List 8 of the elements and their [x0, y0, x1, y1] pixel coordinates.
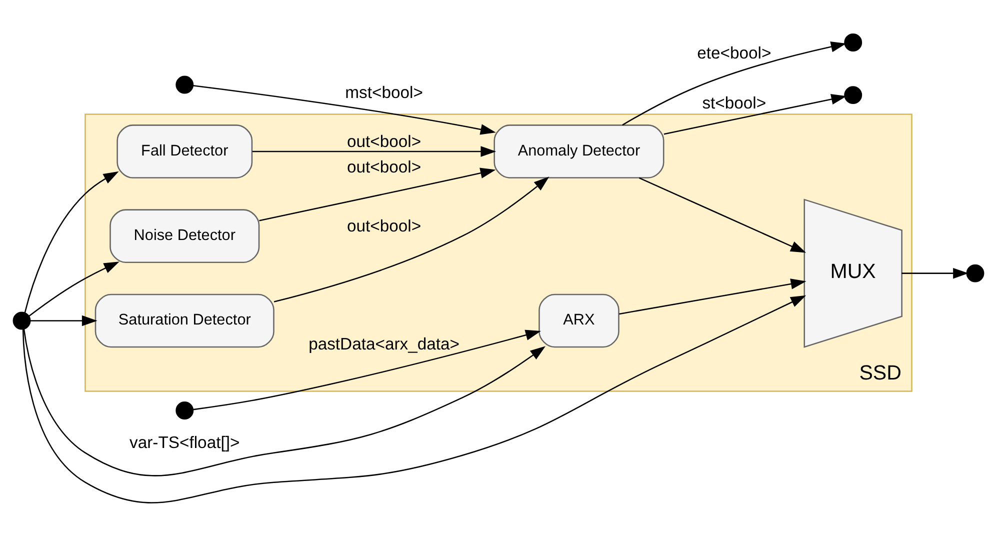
edge-label: var-TS<float[]>	[130, 432, 240, 452]
edge-label: mst<bool>	[345, 82, 423, 102]
edge-label: out<bool>	[346, 157, 422, 176]
edge-label: pastData<arx_data>	[308, 334, 460, 353]
edge-label: out<bool>	[346, 131, 422, 150]
edge-label: ete<bool>	[697, 42, 772, 62]
edge-label: out<bool>	[346, 216, 422, 235]
edge-label: st<bool>	[702, 92, 766, 112]
